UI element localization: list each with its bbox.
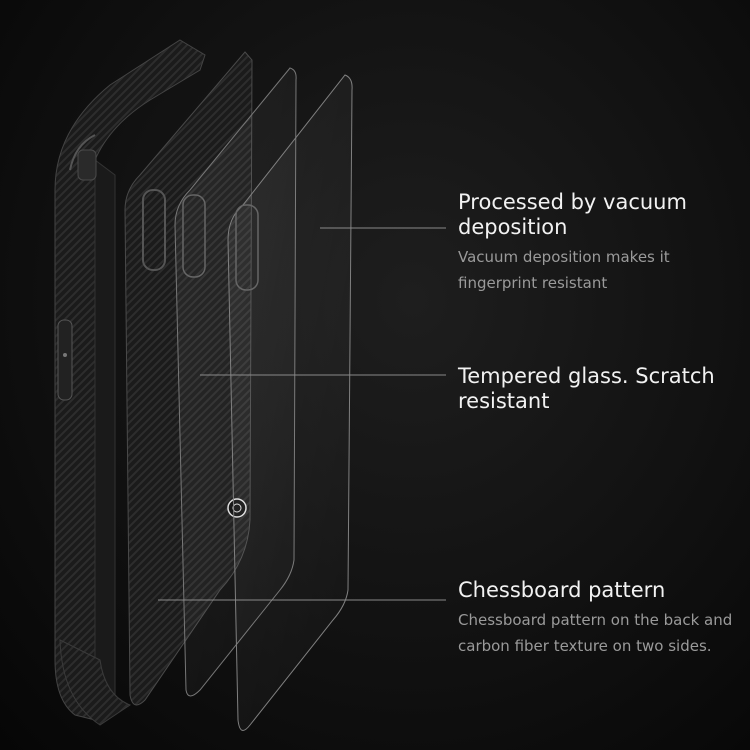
- callout-tempered-glass: Tempered glass. Scratch resistant: [458, 364, 738, 414]
- callout-title: Tempered glass. Scratch resistant: [458, 364, 715, 413]
- callout-vacuum-deposition: Processed by vacuum deposition Vacuum de…: [458, 190, 738, 296]
- callout-description: Vacuum deposition makes it fingerprint r…: [458, 248, 670, 292]
- callout-title: Chessboard pattern: [458, 578, 666, 602]
- outer-camera-cutout-icon: [235, 204, 259, 291]
- glass-camera-cutout-icon: [182, 194, 206, 278]
- callout-title: Processed by vacuum deposition: [458, 190, 687, 239]
- side-button: [57, 319, 73, 401]
- callout-description: Chessboard pattern on the back and carbo…: [458, 611, 733, 655]
- switch-icon: [77, 149, 97, 181]
- callout-chessboard-pattern: Chessboard pattern Chessboard pattern on…: [458, 578, 738, 659]
- bumper-frame: [54, 39, 206, 726]
- button-dot-icon: [63, 353, 67, 357]
- vacuum-deposition-layer: [227, 74, 353, 731]
- camera-cutout-icon: [142, 189, 166, 271]
